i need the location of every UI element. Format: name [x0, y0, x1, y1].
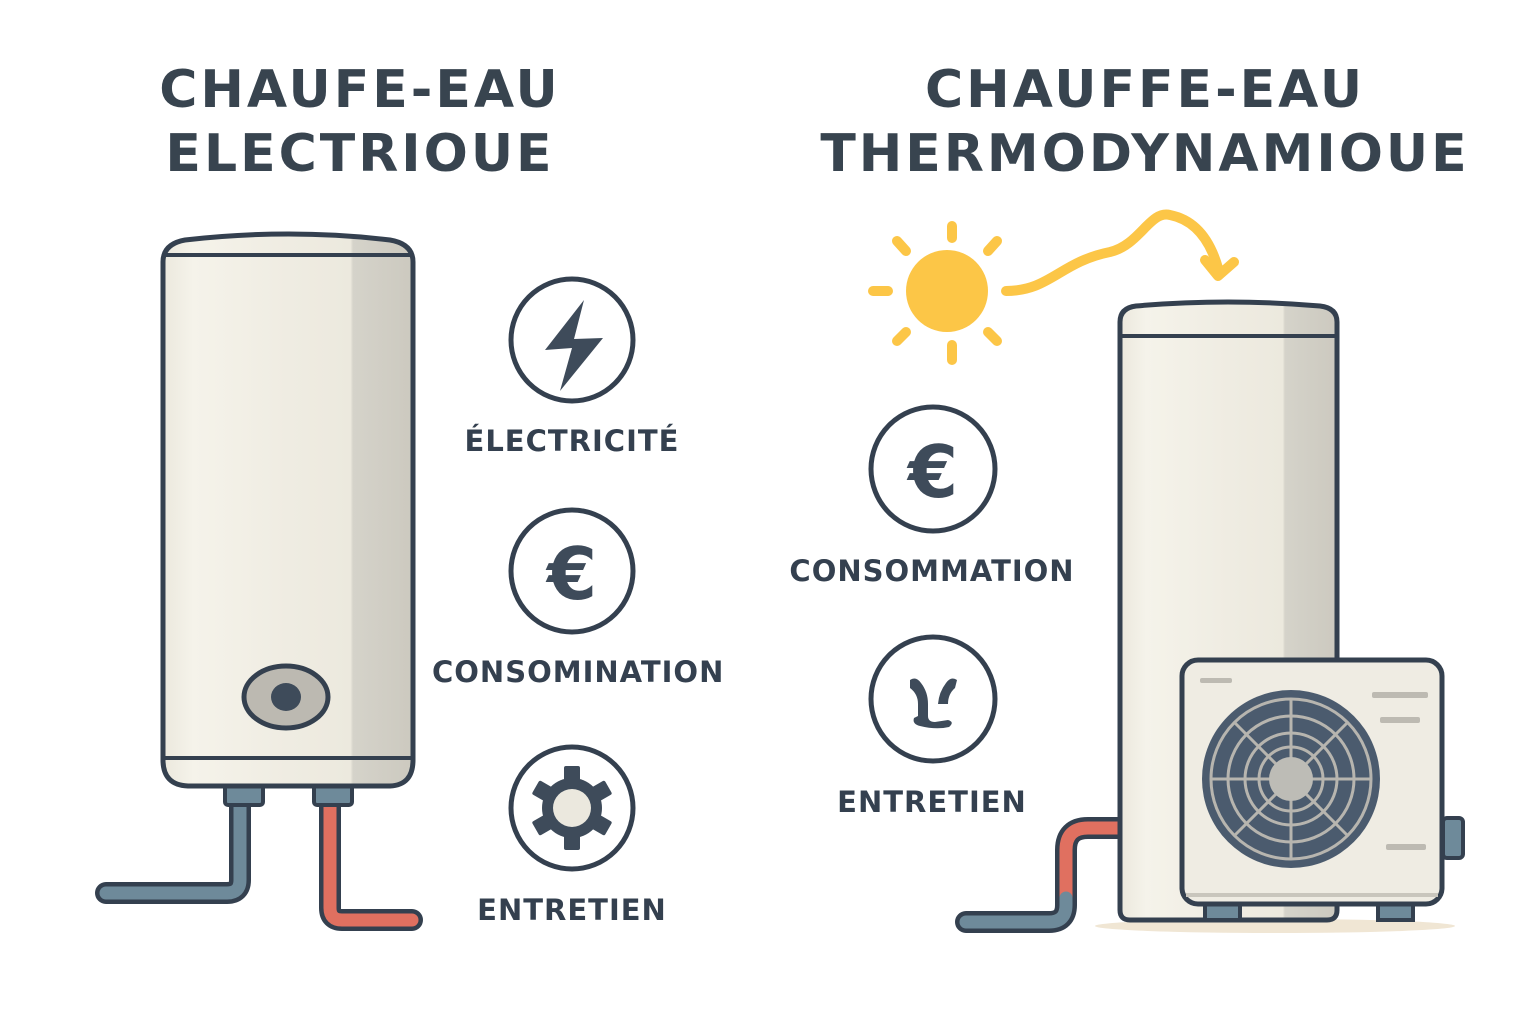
svg-text:€: € [545, 532, 597, 616]
unit-side-valve [1441, 816, 1465, 860]
cold-water-pipe [95, 779, 251, 904]
heat-pump-pipe [955, 817, 1133, 933]
sun-icon [868, 221, 1002, 365]
heat-pump-outdoor-unit [1179, 657, 1465, 922]
euro-icon-right: € [868, 404, 998, 534]
thermostat-dial [241, 663, 331, 731]
hot-water-pipe [319, 779, 423, 931]
left-label-consomination: CONSOMINATION [432, 655, 725, 689]
right-title-line1: CHAUFFE-EAU [924, 60, 1366, 120]
svg-text:€: € [906, 430, 958, 514]
solar-flow-arrow [1001, 209, 1239, 296]
left-title: CHAUFE-EAU ELECTRIOUE [120, 58, 600, 186]
lightning-bolt-icon [508, 276, 636, 404]
left-label-entretien: ENTRETIEN [477, 893, 667, 927]
right-label-consommation: CONSOMMATION [789, 554, 1075, 588]
right-title: CHAUFFE-EAU THERMODYNAMIOUE [790, 58, 1500, 186]
right-label-entretien: ENTRETIEN [837, 785, 1027, 819]
left-label-electricite: ÉLECTRICITÉ [464, 424, 680, 458]
gear-icon [508, 744, 636, 872]
right-title-line2: THERMODYNAMIOUE [820, 124, 1470, 184]
euro-icon: € [508, 507, 636, 635]
wrench-icon [868, 634, 998, 764]
left-title-line2: ELECTRIOUE [165, 124, 555, 184]
fan-grille-icon [1202, 690, 1380, 868]
left-title-line1: CHAUFE-EAU [159, 60, 561, 120]
electric-water-heater [95, 231, 423, 931]
